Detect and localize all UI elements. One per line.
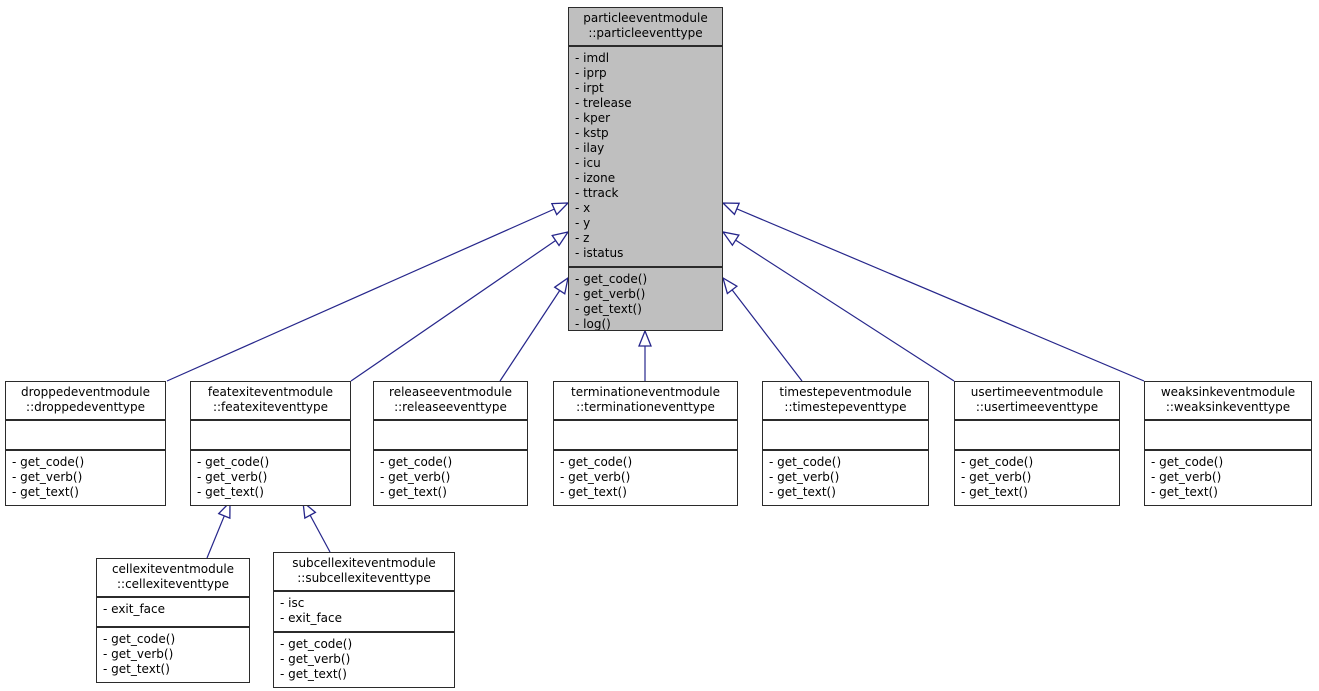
edge-cellexiteventtype-to-featexiteventtype: [206, 500, 231, 559]
edge-subcellexiteventtype-to-featexiteventtype: [302, 500, 331, 553]
class-title: particleeventmodule ::particleeventtype: [583, 11, 708, 40]
class-attributes: [763, 419, 928, 449]
edge-droppedeventtype-to-particleeventtype: [166, 202, 570, 382]
class-box-terminationeventtype[interactable]: terminationeventmodule ::terminationeven…: [553, 381, 738, 506]
edge-usertimeeventtype-to-particleeventtype: [721, 231, 955, 382]
class-box-droppedeventtype[interactable]: droppedeventmodule ::droppedeventtype - …: [5, 381, 166, 506]
class-box-weaksinkeventtype[interactable]: weaksinkeventmodule ::weaksinkeventtype …: [1144, 381, 1312, 506]
edge-timestepeventtype-to-particleeventtype: [721, 276, 803, 382]
class-title: terminationeventmodule ::terminationeven…: [571, 385, 720, 414]
class-title: releaseeventmodule ::releaseeventtype: [389, 385, 512, 414]
edge-releaseeventtype-to-particleeventtype: [499, 276, 569, 382]
class-box-particleeventtype[interactable]: particleeventmodule ::particleeventtype …: [568, 7, 723, 331]
class-methods: - get_code() - get_verb() - get_text() -…: [569, 266, 722, 330]
class-attributes: - exit_face: [97, 596, 249, 626]
class-attributes: [6, 419, 165, 449]
class-methods: - get_code() - get_verb() - get_text(): [1145, 449, 1311, 505]
edge-featexiteventtype-to-particleeventtype: [350, 231, 570, 382]
class-methods: - get_code() - get_verb() - get_text(): [374, 449, 527, 505]
class-title: weaksinkeventmodule ::weaksinkeventtype: [1160, 385, 1296, 414]
class-attributes: [374, 419, 527, 449]
class-methods: - get_code() - get_verb() - get_text(): [97, 626, 249, 682]
class-attributes: [955, 419, 1119, 449]
class-title: timestepeventmodule ::timestepeventtype: [779, 385, 912, 414]
class-methods: - get_code() - get_verb() - get_text(): [955, 449, 1119, 505]
class-title: subcellexiteventmodule ::subcellexiteven…: [292, 556, 436, 585]
class-box-timestepeventtype[interactable]: timestepeventmodule ::timestepeventtype …: [762, 381, 929, 506]
class-attributes: [554, 419, 737, 449]
class-methods: - get_code() - get_verb() - get_text(): [191, 449, 350, 505]
class-methods: - get_code() - get_verb() - get_text(): [274, 631, 454, 687]
class-methods: - get_code() - get_verb() - get_text(): [763, 449, 928, 505]
class-box-releaseeventtype[interactable]: releaseeventmodule ::releaseeventtype - …: [373, 381, 528, 506]
class-methods: - get_code() - get_verb() - get_text(): [6, 449, 165, 505]
class-box-cellexiteventtype[interactable]: cellexiteventmodule ::cellexiteventtype …: [96, 558, 250, 683]
class-attributes: - imdl - iprp - irpt - trelease - kper -…: [569, 45, 722, 266]
class-title: cellexiteventmodule ::cellexiteventtype: [111, 562, 235, 591]
class-title: usertimeeventmodule ::usertimeeventtype: [970, 385, 1104, 414]
class-title: featexiteventmodule ::featexiteventtype: [207, 385, 334, 414]
class-methods: - get_code() - get_verb() - get_text(): [554, 449, 737, 505]
class-attributes: - isc - exit_face: [274, 590, 454, 631]
class-attributes: [191, 419, 350, 449]
class-box-usertimeeventtype[interactable]: usertimeeventmodule ::usertimeeventtype …: [954, 381, 1120, 506]
class-title: droppedeventmodule ::droppedeventtype: [20, 385, 150, 414]
class-attributes: [1145, 419, 1311, 449]
class-box-subcellexiteventtype[interactable]: subcellexiteventmodule ::subcellexiteven…: [273, 552, 455, 688]
class-box-featexiteventtype[interactable]: featexiteventmodule ::featexiteventtype …: [190, 381, 351, 506]
edge-weaksinkeventtype-to-particleeventtype: [721, 202, 1145, 382]
